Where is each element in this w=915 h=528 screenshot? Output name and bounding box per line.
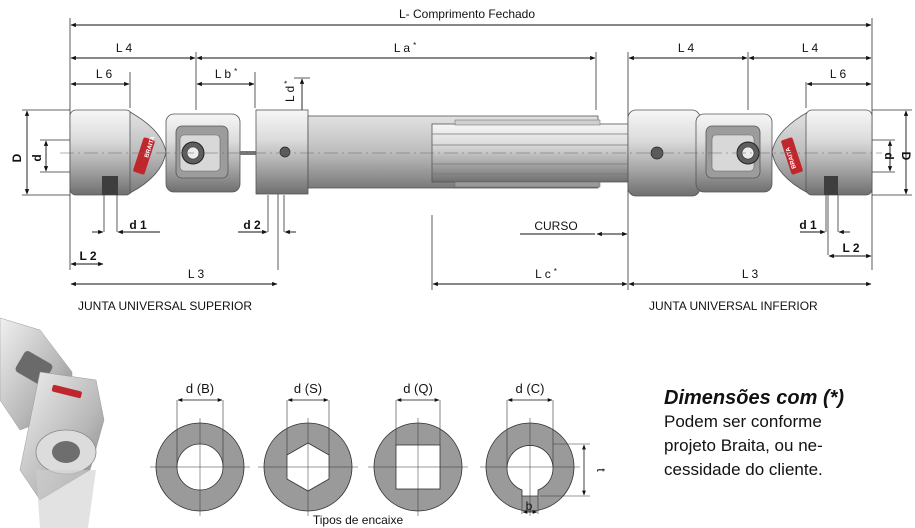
- section-label-C: d (C): [516, 381, 545, 396]
- section-keyway-bore: d (C) t b: [480, 381, 608, 516]
- note-line-2: projeto Braita, ou ne-: [664, 436, 823, 455]
- dimension-note: Dimensões com (*) Podem ser conforme pro…: [664, 386, 912, 482]
- label-L2-right: L 2: [842, 241, 859, 255]
- note-line-3: cessidade do cliente.: [664, 460, 823, 479]
- label-d-right: d: [882, 152, 896, 159]
- label-Lb: L b*: [215, 67, 237, 81]
- label-L3-left: L 3: [188, 267, 205, 281]
- label-curso: CURSO: [534, 219, 577, 233]
- label-D-right: D: [899, 152, 913, 161]
- note-title: Dimensões com (*): [664, 387, 845, 409]
- label-L3-right: L 3: [742, 267, 759, 281]
- bore-types: d (B) d (S) d (Q): [150, 381, 608, 527]
- label-L2-left: L 2: [79, 249, 96, 263]
- upper-universal-joint: BRAITA: [69, 109, 256, 196]
- section-label-t: t: [594, 468, 608, 472]
- label-d2: d 2: [243, 218, 261, 232]
- label-Lc: L c*: [535, 267, 557, 281]
- bore-types-caption: Tipos de encaixe: [313, 513, 404, 527]
- label-d1-left: d 1: [129, 218, 147, 232]
- section-square-bore: d (Q): [368, 381, 468, 516]
- section-label-B: d (B): [186, 381, 214, 396]
- label-L4-right-b: L 4: [802, 41, 819, 55]
- section-label-S: d (S): [294, 381, 322, 396]
- telescopic-tube: [255, 109, 629, 195]
- spline-lines: [432, 133, 628, 175]
- section-label-b: b: [526, 499, 533, 513]
- section-label-Q: d (Q): [403, 381, 433, 396]
- dimension-lines: [24, 22, 909, 287]
- label-Ld: L d*: [283, 81, 297, 102]
- lower-universal-joint: BRAITA: [627, 109, 873, 197]
- label-L6-left: L 6: [96, 67, 113, 81]
- label-d-left: d: [30, 154, 44, 161]
- shaft-drawing: BRAITA: [10, 7, 913, 313]
- label-L4-right-a: L 4: [678, 41, 695, 55]
- product-photo: [0, 317, 105, 528]
- joint-upper-caption: JUNTA UNIVERSAL SUPERIOR: [78, 299, 252, 313]
- note-line-1: Podem ser conforme: [664, 412, 822, 431]
- section-round-bore: d (B): [150, 381, 250, 516]
- label-L6-right: L 6: [830, 67, 847, 81]
- overall-length-label: L- Comprimento Fechado: [399, 7, 535, 21]
- section-hex-bore: d (S): [258, 381, 358, 516]
- label-La: L a*: [394, 41, 416, 55]
- joint-lower-caption: JUNTA UNIVERSAL INFERIOR: [649, 299, 818, 313]
- label-d1-right: d 1: [799, 218, 817, 232]
- label-D-left: D: [10, 153, 24, 162]
- label-L4-left: L 4: [116, 41, 133, 55]
